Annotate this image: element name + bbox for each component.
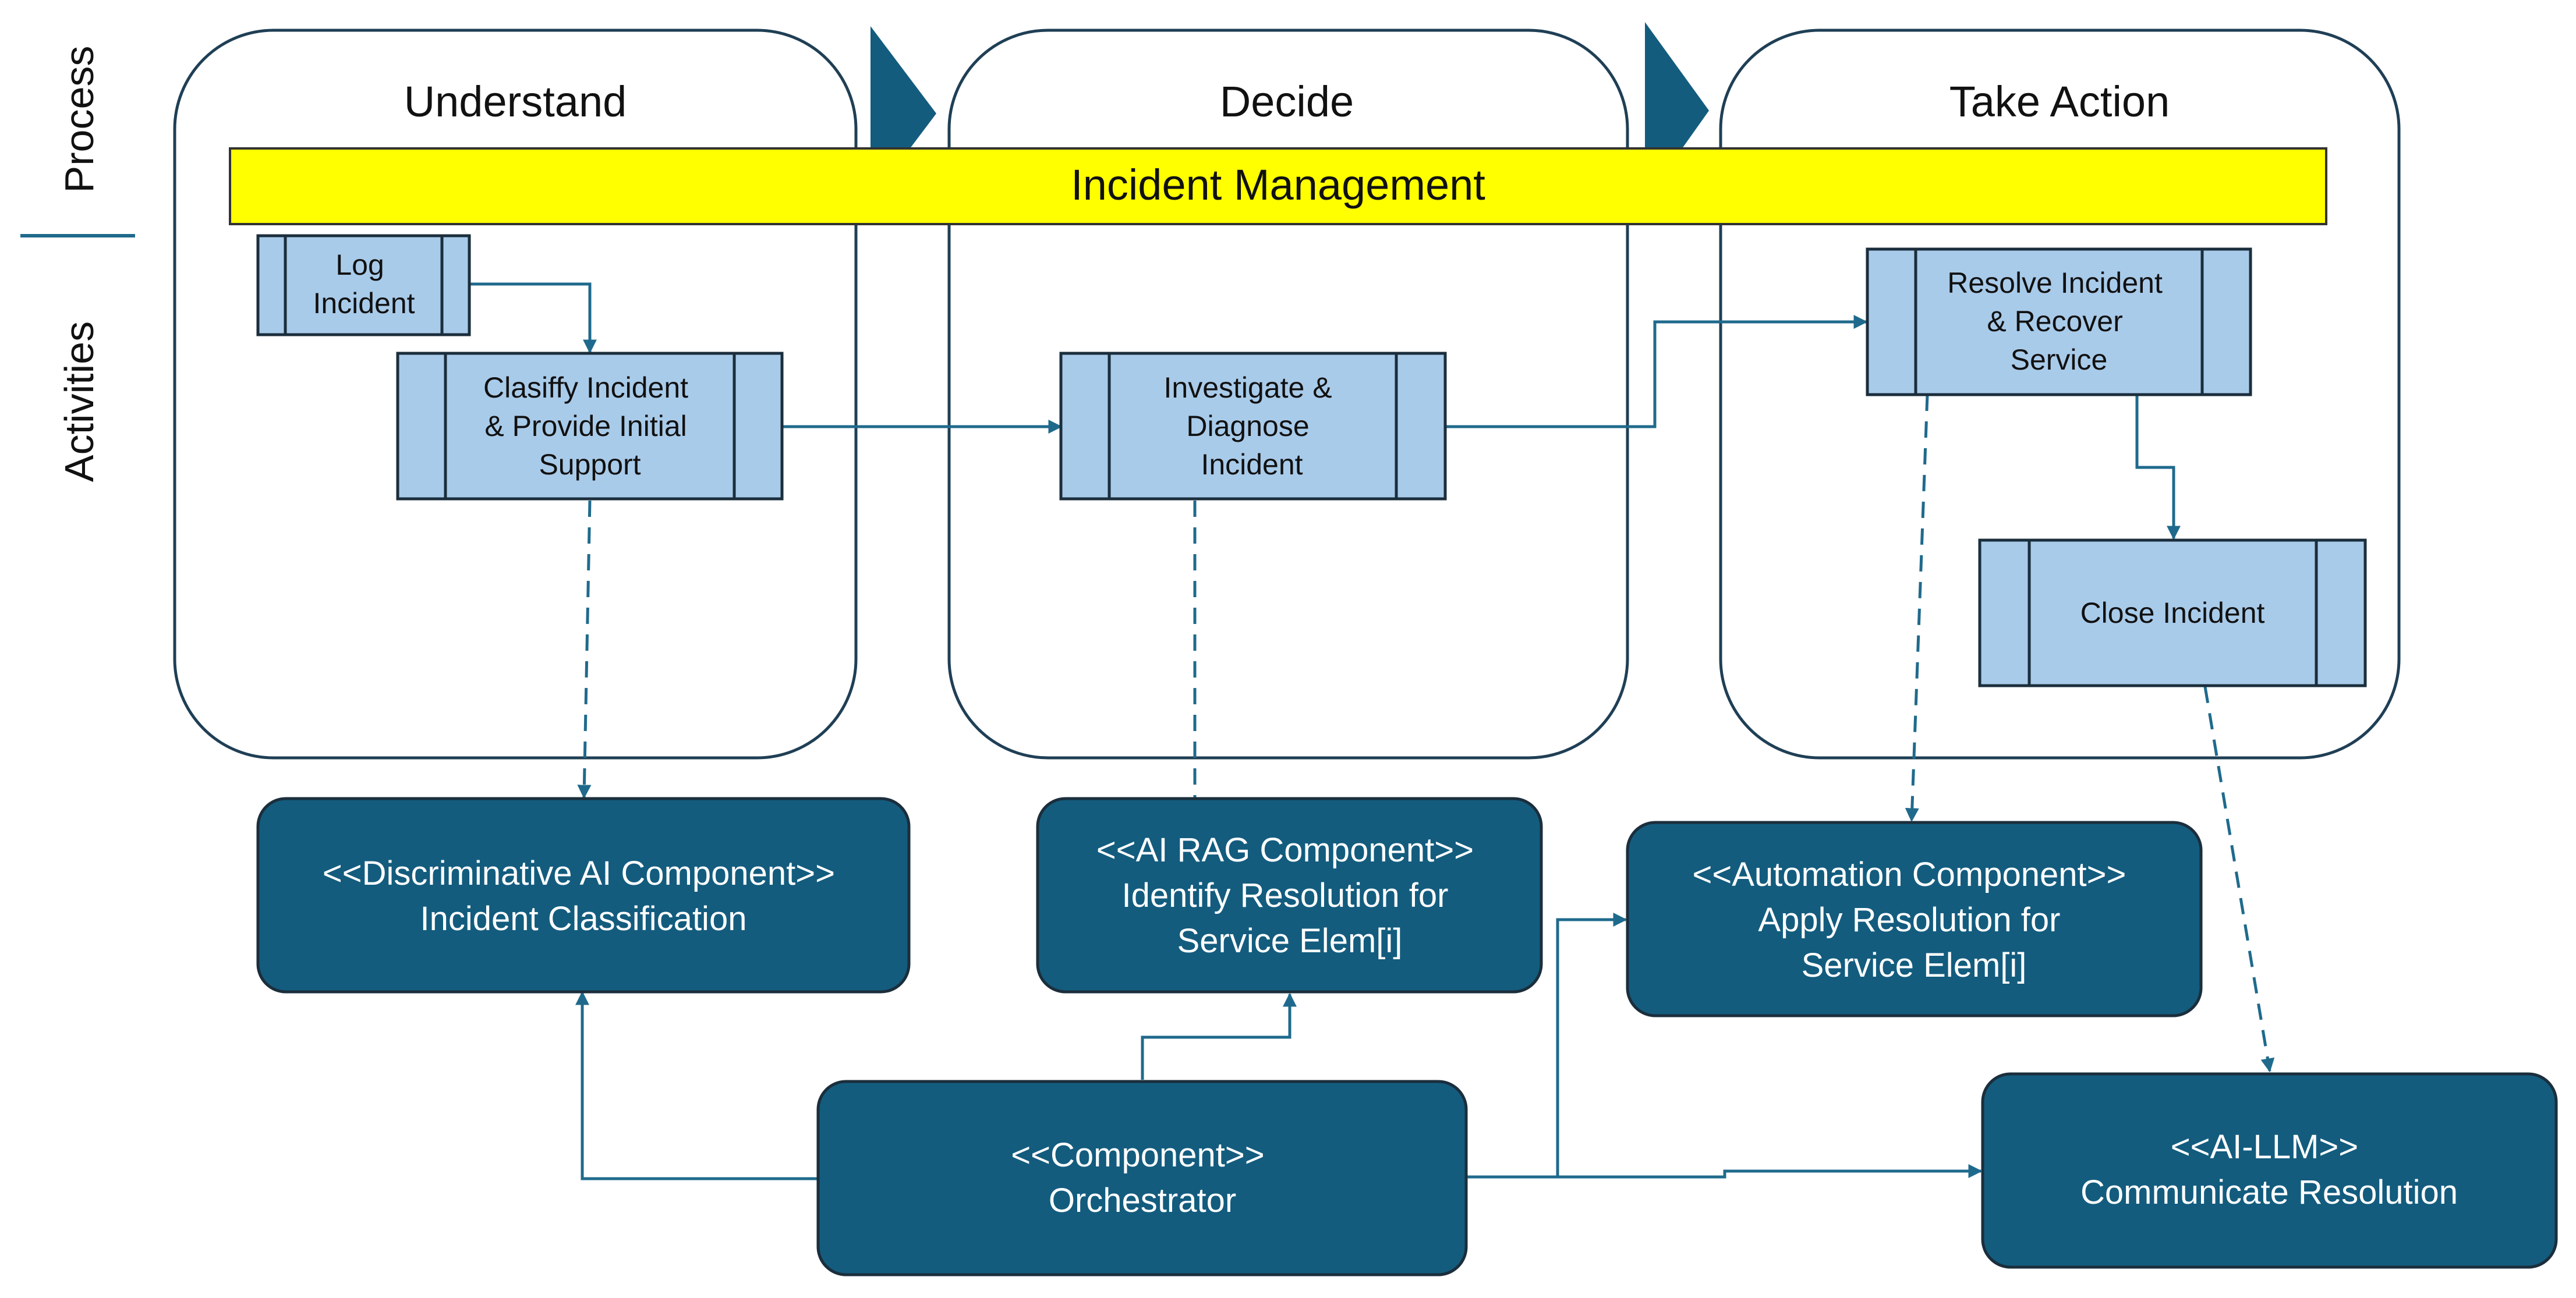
flow-log-to-classify: [470, 282, 597, 354]
activity-classify-incident: Clasiffy Incident & Provide Initial Supp…: [396, 352, 784, 501]
link-resolve-to-automation: [1905, 394, 1929, 822]
incident-management-banner: [229, 147, 2327, 225]
component-discriminative-ai-label: <<Discriminative AI Component>> Incident…: [323, 854, 844, 938]
flow-resolve-to-close: [2135, 395, 2181, 540]
component-orchestrator-label: <<Component>> Orchestrator: [1011, 1136, 1273, 1219]
activity-resolve-recover: Resolve Incident & Recover Service: [1866, 247, 2252, 396]
component-automation: <<Automation Component>> Apply Resolutio…: [1626, 821, 2203, 1017]
component-ai-rag-label: <<AI RAG Component>> Identify Resolution…: [1096, 831, 1483, 960]
incident-management-title: Incident Management: [1071, 161, 1485, 209]
phase-lane-decide: [947, 29, 1629, 760]
flow-orchestrator-to-llm: [1467, 1164, 1983, 1179]
phase-title-decide: Decide: [1220, 77, 1354, 126]
flow-orchestrator-to-discriminative: [575, 991, 818, 1180]
flow-investigate-to-resolve: [1444, 315, 1868, 428]
phase-title-understand: Understand: [404, 77, 627, 126]
component-ai-llm-label: <<AI-LLM>> Communicate Resolution: [2080, 1128, 2458, 1211]
component-automation-label: <<Automation Component>> Apply Resolutio…: [1693, 856, 2136, 984]
activity-log-incident-label: Log Incident: [313, 249, 415, 320]
flow-orchestrator-to-rag: [1141, 992, 1297, 1080]
phase-title-take-action: Take Action: [1949, 77, 2170, 126]
activity-investigate-diagnose: Investigate & Diagnose Incident: [1059, 352, 1447, 501]
component-discriminative-ai: <<Discriminative AI Component>> Incident…: [256, 797, 911, 994]
activity-classify-incident-label: Clasiffy Incident & Provide Initial Supp…: [483, 371, 696, 481]
component-orchestrator: <<Component>> Orchestrator: [816, 1080, 1468, 1276]
component-ai-llm: <<AI-LLM>> Communicate Resolution: [1981, 1072, 2558, 1269]
activity-close-incident: Close Incident: [1978, 538, 2367, 687]
link-close-to-llm: [2203, 686, 2275, 1073]
activity-log-incident: Log Incident: [256, 234, 471, 336]
activity-resolve-recover-label: Resolve Incident & Recover Service: [1947, 267, 2171, 376]
activity-investigate-diagnose-label: Investigate & Diagnose Incident: [1164, 371, 1340, 481]
component-ai-rag: <<AI RAG Component>> Identify Resolution…: [1036, 797, 1543, 994]
process-label: Process: [56, 46, 102, 193]
activity-close-incident-label: Close Incident: [2080, 597, 2265, 629]
phase-lane-take-action: [1719, 29, 2401, 760]
activities-label: Activities: [56, 321, 102, 482]
phase-lane-understand: [173, 29, 858, 760]
link-classify-to-discriminative: [577, 500, 592, 799]
